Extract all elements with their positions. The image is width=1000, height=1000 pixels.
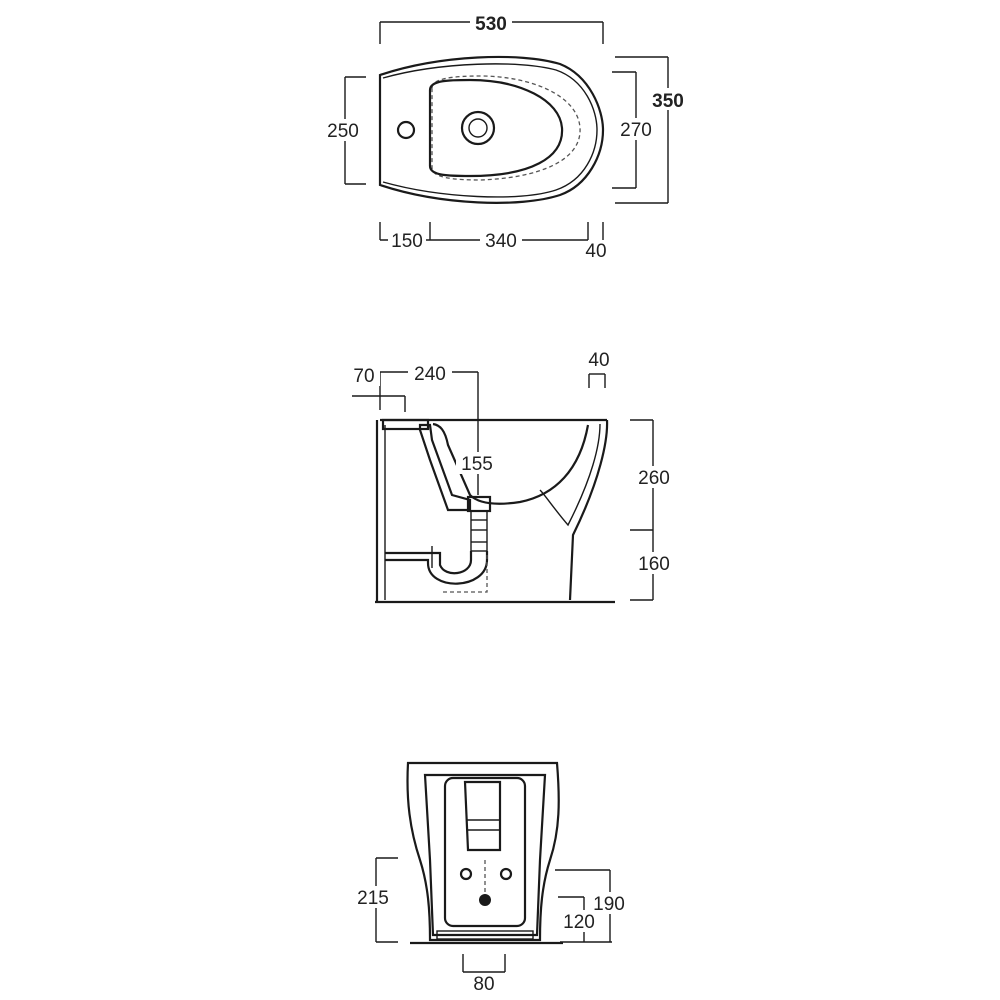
trap-pipe xyxy=(385,551,473,575)
dim-150-label: 150 xyxy=(391,231,423,252)
dim-tap-zone: 250 xyxy=(322,76,366,185)
dim-160-label: 160 xyxy=(638,554,670,575)
waste-pipe-upper xyxy=(470,510,488,552)
internal-channel xyxy=(418,423,472,512)
dim-heights: 260 160 xyxy=(630,419,675,601)
dim-270-label: 270 xyxy=(620,120,652,141)
pedestal-inner xyxy=(539,423,601,527)
dim-250-label: 250 xyxy=(327,121,359,142)
dim-length-chain: 150 340 40 xyxy=(379,222,607,262)
dim-inner-width: 270 xyxy=(612,71,657,189)
tap-hole-icon xyxy=(396,120,416,140)
dim-70-label: 70 xyxy=(353,366,374,387)
top-view-inner-rim xyxy=(382,63,598,198)
dim-rim-thickness: 40 xyxy=(588,350,610,388)
top-view-bowl-dashed xyxy=(431,75,581,181)
drain-outer-icon xyxy=(460,110,496,146)
waste-outlet-icon xyxy=(479,894,491,906)
waste-fitting xyxy=(466,495,492,513)
dim-rear-right: 190 120 xyxy=(555,869,630,943)
top-view-outline xyxy=(378,55,605,204)
dim-530-label: 530 xyxy=(475,14,507,35)
bowl-profile xyxy=(432,422,590,505)
dim-120-label: 120 xyxy=(563,912,595,933)
rear-view: 215 190 120 80 xyxy=(352,761,630,995)
rear-inner-recess xyxy=(443,776,527,928)
top-view: 530 350 270 250 xyxy=(322,12,690,262)
pedestal-front xyxy=(568,419,609,601)
dim-215-label: 215 xyxy=(357,888,389,909)
dim-350-label: 350 xyxy=(652,91,684,112)
fixing-hole-right-icon xyxy=(499,867,513,881)
dim-overall-width: 350 xyxy=(615,56,690,204)
top-view-bowl-opening xyxy=(428,78,564,178)
dim-waste-width: 80 xyxy=(462,954,506,995)
fixing-hole-left-icon xyxy=(459,867,473,881)
rear-base-plate xyxy=(436,930,534,940)
rear-channel xyxy=(463,780,502,852)
trap-pipe-dashed xyxy=(442,555,488,593)
drain-inner-icon xyxy=(468,118,488,138)
dim-340-label: 340 xyxy=(485,231,517,252)
dim-inlet-height: 215 xyxy=(352,857,398,943)
rear-body-outline xyxy=(406,761,560,942)
dim-240-label: 240 xyxy=(414,364,446,385)
dim-80-label: 80 xyxy=(473,974,494,995)
dim-side-top: 70 240 xyxy=(350,362,479,495)
dim-155-label: 155 xyxy=(461,454,493,475)
dim-40-side-label: 40 xyxy=(588,350,609,371)
dim-40-top-label: 40 xyxy=(585,241,606,262)
dim-260-label: 260 xyxy=(638,468,670,489)
dim-190-label: 190 xyxy=(593,894,625,915)
rear-inner-frame xyxy=(423,773,547,937)
side-view: 70 240 155 40 260 160 xyxy=(350,350,675,604)
dim-overall-length: 530 xyxy=(379,12,604,44)
